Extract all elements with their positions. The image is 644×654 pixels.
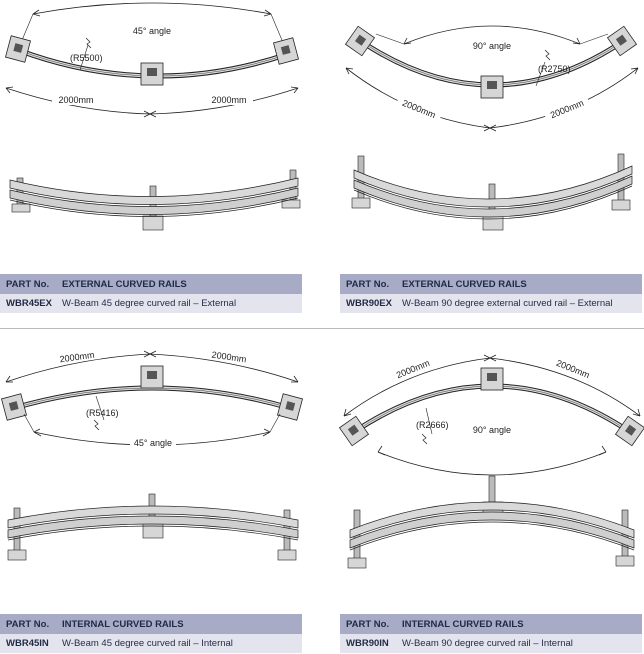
radius-label: (R2666) [416, 420, 449, 430]
length-left-label: 2000mm [395, 358, 431, 380]
diagram-wbr90ex: 90° angle (R2750) 2000mm 2000mm [344, 25, 639, 231]
angle-label: 45° angle [134, 438, 172, 448]
length-right-label: 2000mm [549, 98, 585, 120]
part-number: WBR90EX [346, 298, 392, 309]
panel-wbr45in: 2000mm 2000mm (R5416) 45° angle [0, 338, 305, 654]
col-part-no-header: PART No. [6, 618, 50, 630]
table-row: WBR45EX W-Beam 45 degree curved rail – E… [0, 294, 302, 313]
diagram-wbr90in: 2000mm 2000mm (R2666) 90° angle [338, 354, 644, 569]
rail-perspective-view [351, 153, 633, 231]
table-row: WBR90EX W-Beam 90 degree external curved… [340, 294, 642, 313]
panel-wbr90in: 2000mm 2000mm (R2666) 90° angle [338, 338, 644, 654]
length-right-label: 2000mm [211, 95, 246, 105]
parts-table: PART No. EXTERNAL CURVED RAILS WBR90EX W… [340, 274, 642, 313]
col-category-header: EXTERNAL CURVED RAILS [62, 278, 187, 290]
angle-label: 90° angle [473, 41, 511, 51]
angle-label: 45° angle [133, 26, 171, 36]
length-right-label: 2000mm [211, 350, 247, 365]
panel-wbr45ex: 45° angle (R5500) 2000mm 2000mm [0, 0, 305, 318]
radius-label: (R5416) [86, 408, 119, 418]
panel-wbr90ex: 90° angle (R2750) 2000mm 2000mm [340, 0, 644, 318]
table-row: WBR90IN W-Beam 90 degree curved rail – I… [340, 634, 642, 653]
parts-table: PART No. EXTERNAL CURVED RAILS WBR45EX W… [0, 274, 302, 313]
radius-label: (R2750) [538, 64, 571, 74]
diagram-wbr45in: 2000mm 2000mm (R5416) 45° angle [1, 348, 303, 561]
post-center-icon [140, 62, 164, 86]
length-right-label: 2000mm [555, 358, 591, 380]
parts-table: PART No. INTERNAL CURVED RAILS WBR45IN W… [0, 614, 302, 653]
bracket-left-icon [344, 25, 376, 57]
length-left-label: 2000mm [59, 350, 95, 365]
rail-perspective-view [9, 169, 301, 231]
rail-perspective-view [347, 475, 635, 569]
part-description: W-Beam 90 degree external curved rail – … [402, 298, 613, 309]
length-left-label: 2000mm [401, 98, 437, 120]
bracket-right-icon [277, 393, 303, 421]
part-description: W-Beam 45 degree curved rail – Internal [62, 638, 233, 649]
angle-label: 90° angle [473, 425, 511, 435]
col-category-header: INTERNAL CURVED RAILS [62, 618, 184, 630]
col-part-no-header: PART No. [346, 618, 390, 630]
table-row: WBR45IN W-Beam 45 degree curved rail – I… [0, 634, 302, 653]
bracket-right-icon [273, 37, 299, 65]
post-center-icon [480, 75, 504, 99]
radius-label: (R5500) [70, 53, 103, 63]
col-category-header: INTERNAL CURVED RAILS [402, 618, 524, 630]
bracket-right-icon [614, 415, 644, 447]
length-left-label: 2000mm [58, 95, 93, 105]
post-center-icon [480, 367, 504, 391]
part-number: WBR90IN [346, 638, 389, 649]
bracket-left-icon [5, 35, 31, 63]
part-description: W-Beam 90 degree curved rail – Internal [402, 638, 573, 649]
diagram-wbr45ex: 45° angle (R5500) 2000mm 2000mm [5, 2, 301, 231]
col-part-no-header: PART No. [6, 278, 50, 290]
rail-perspective-view [7, 493, 299, 561]
bracket-left-icon [338, 415, 370, 447]
part-number: WBR45IN [6, 638, 49, 649]
col-part-no-header: PART No. [346, 278, 390, 290]
post-center-icon [140, 365, 164, 389]
col-category-header: EXTERNAL CURVED RAILS [402, 278, 527, 290]
section-divider [0, 328, 644, 329]
part-number: WBR45EX [6, 298, 52, 309]
part-description: W-Beam 45 degree curved rail – External [62, 298, 237, 309]
bracket-right-icon [606, 25, 638, 57]
parts-table: PART No. INTERNAL CURVED RAILS WBR90IN W… [340, 614, 642, 653]
bracket-left-icon [1, 393, 27, 421]
